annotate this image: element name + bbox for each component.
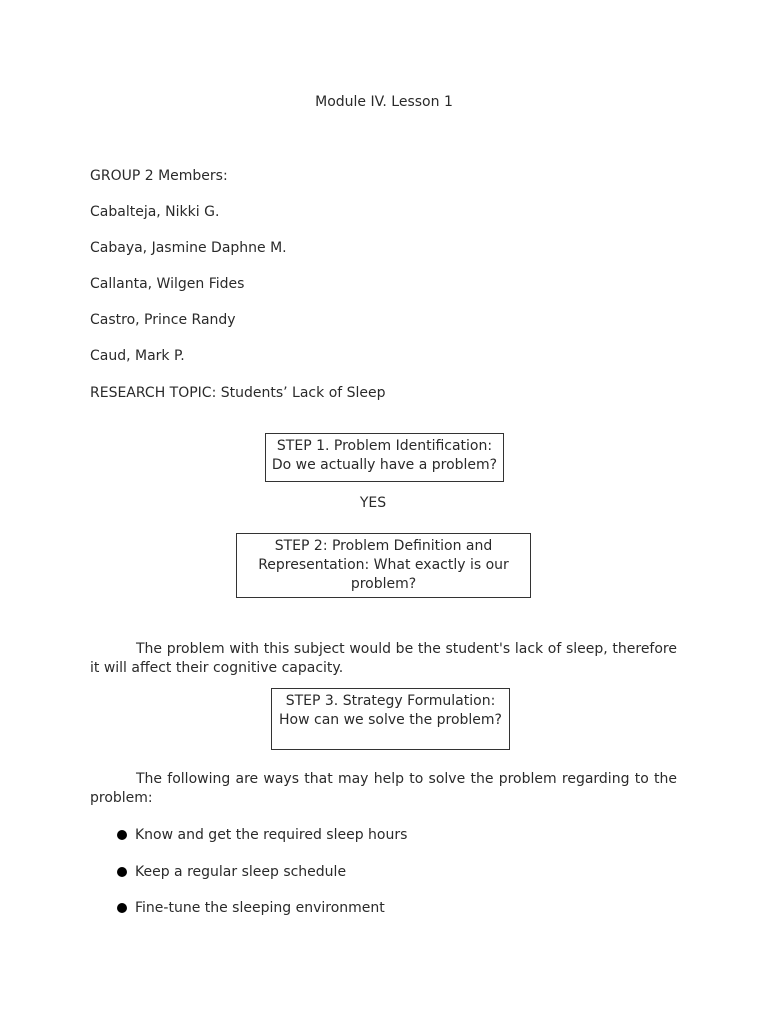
list-item: Keep a regular sleep schedule xyxy=(117,863,407,881)
list-item: Know and get the required sleep hours xyxy=(117,826,407,844)
step3-line: STEP 3. Strategy Formulation: xyxy=(285,693,496,709)
bullet-icon xyxy=(117,903,127,913)
step1-line: STEP 1. Problem Identification: xyxy=(276,438,493,454)
step2-line: STEP 2: Problem Definition and xyxy=(274,538,493,554)
step1-box: STEP 1. Problem Identification: Do we ac… xyxy=(265,433,504,482)
member-name: Castro, Prince Randy xyxy=(90,312,236,328)
group-heading: GROUP 2 Members: xyxy=(90,168,228,184)
member-name: Caud, Mark P. xyxy=(90,348,185,364)
member-name: Cabaya, Jasmine Daphne M. xyxy=(90,240,287,256)
step3-box: STEP 3. Strategy Formulation: How can we… xyxy=(271,688,510,750)
bullet-icon xyxy=(117,866,127,877)
list-item: Fine-tune the sleeping environment xyxy=(117,899,407,917)
problem-paragraph: The problem with this subject would be t… xyxy=(90,641,677,676)
step1-answer: YES xyxy=(359,495,387,511)
solution-text: Keep a regular sleep schedule xyxy=(135,863,347,880)
bullet-icon xyxy=(117,830,127,840)
member-name: Cabalteja, Nikki G. xyxy=(90,204,220,220)
step2-box: STEP 2: Problem Definition and Represent… xyxy=(236,533,531,598)
solution-text: Fine-tune the sleeping environment xyxy=(135,900,385,916)
step1-line: Do we actually have a problem? xyxy=(271,457,498,473)
member-name: Callanta, Wilgen Fides xyxy=(90,276,245,292)
step2-line: Representation: What exactly is our xyxy=(258,557,509,573)
solutions-list: Know and get the required sleep hours Ke… xyxy=(117,826,407,936)
solutions-intro: The following are ways that may help to … xyxy=(90,771,677,806)
solution-text: Know and get the required sleep hours xyxy=(135,827,408,843)
research-topic: RESEARCH TOPIC: Students’ Lack of Sleep xyxy=(90,385,386,401)
step2-line: problem? xyxy=(350,576,417,592)
document-title: Module IV. Lesson 1 xyxy=(315,94,453,110)
step3-line: How can we solve the problem? xyxy=(279,712,502,728)
